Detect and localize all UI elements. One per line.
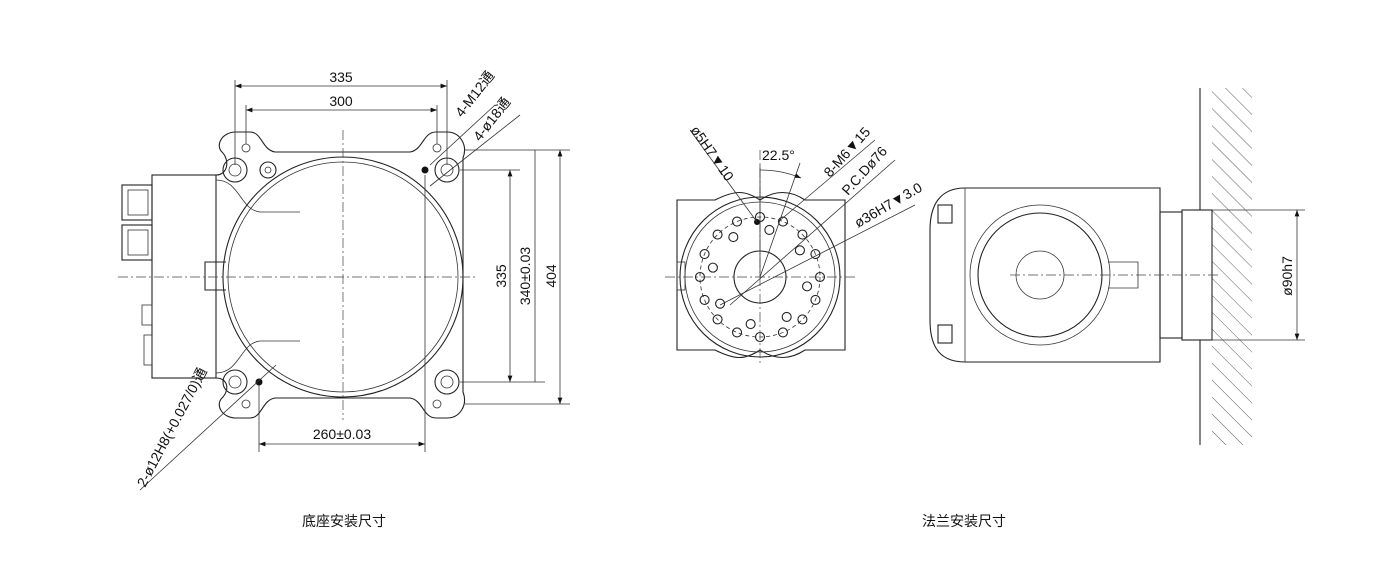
dim-404: 404 bbox=[543, 264, 559, 288]
connectors bbox=[121, 184, 153, 366]
bolt-hole bbox=[715, 298, 726, 309]
bolt-hole bbox=[712, 229, 723, 240]
mounting-holes bbox=[222, 143, 460, 409]
bolt-hole bbox=[794, 245, 805, 256]
dim-300: 300 bbox=[329, 93, 353, 109]
base-view: 335 300 335 340±0.03 404 260±0.03 4-M12通… bbox=[118, 68, 570, 491]
wall-hatch bbox=[1212, 88, 1252, 445]
side-view: ø90h7 bbox=[929, 88, 1305, 445]
bolt-hole bbox=[797, 229, 808, 240]
dim-335-top: 335 bbox=[329, 69, 353, 85]
base-view-caption: 底座安装尺寸 bbox=[302, 513, 386, 529]
base-plate-outline bbox=[215, 131, 465, 419]
dim-flange-dia: ø90h7 bbox=[1279, 256, 1295, 296]
flange-view: 22.5° ø5H7▼10 8-M6▼15 P.C.Dø76 ø36H7▼3.0 bbox=[665, 123, 925, 365]
note-pin-holes: 2-ø12H8(+0.027/0)通 bbox=[134, 365, 210, 490]
bolt-hole bbox=[731, 216, 743, 227]
bolt-hole bbox=[699, 248, 710, 260]
flange-body bbox=[676, 191, 846, 359]
arm-body bbox=[929, 187, 1161, 363]
dim-angle: 22.5° bbox=[762, 147, 795, 163]
dim-340: 340±0.03 bbox=[517, 247, 533, 306]
bolt-holes bbox=[694, 211, 826, 343]
bolt-hole bbox=[764, 224, 775, 235]
motor-body bbox=[151, 174, 217, 379]
note-pin: ø5H7▼10 bbox=[688, 123, 738, 185]
bolt-hole bbox=[777, 327, 789, 338]
bolt-hole bbox=[707, 262, 718, 273]
note-bore: ø36H7▼3.0 bbox=[852, 179, 925, 231]
bolt-hole bbox=[781, 311, 792, 322]
bolt-hole bbox=[802, 281, 813, 292]
bolt-hole bbox=[699, 294, 710, 306]
bolt-hole bbox=[797, 314, 808, 325]
cable-slot bbox=[204, 261, 226, 291]
dim-260: 260±0.03 bbox=[313, 426, 372, 442]
bolt-hole bbox=[745, 319, 756, 330]
bolt-hole bbox=[810, 294, 821, 306]
dim-335-side: 335 bbox=[493, 264, 509, 288]
flange-view-caption: 法兰安装尺寸 bbox=[922, 513, 1006, 529]
bolt-hole bbox=[731, 327, 743, 338]
bolt-hole bbox=[712, 314, 723, 325]
bolt-hole bbox=[728, 232, 739, 243]
